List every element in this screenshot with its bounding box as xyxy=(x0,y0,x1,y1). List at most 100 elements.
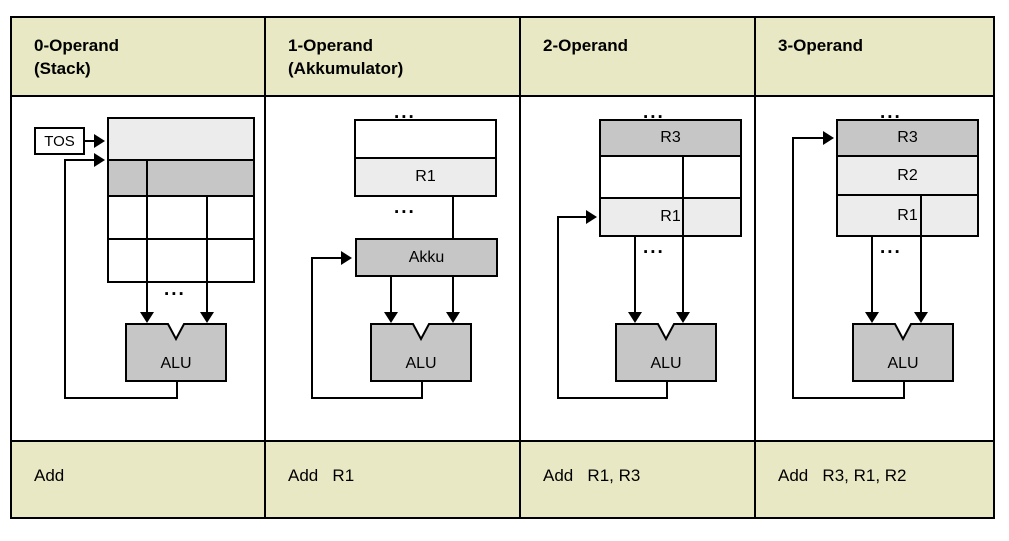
header-label-1-operand: 1-Operand (Akkumulator) xyxy=(288,36,404,78)
stack-cell-fourth xyxy=(107,238,255,283)
feedback-arrow-head xyxy=(341,251,352,265)
feedback-top xyxy=(311,257,347,259)
register-cell-r2-label: R2 xyxy=(897,166,918,184)
header-cell-3-operand: 3-Operand xyxy=(756,18,993,95)
stack-cell-third xyxy=(107,195,255,240)
alu-shape: ALU xyxy=(615,323,717,382)
operand-bus-right xyxy=(920,194,922,315)
feedback-arrow-head xyxy=(94,153,105,167)
two-operand-diagram: ... R3 R1 ... xyxy=(521,97,754,440)
regfile-ellipsis-top: ... xyxy=(880,102,902,123)
header-cell-0-operand: 0-Operand (Stack) xyxy=(12,18,266,95)
alu-label: ALU xyxy=(405,355,437,372)
instruction-cell-3-operand: Add R3, R1, R2 xyxy=(756,442,993,517)
operand-bus-left xyxy=(634,235,636,315)
feedback-bottom xyxy=(64,397,178,399)
accumulator-label: Akku xyxy=(408,248,445,266)
feedback-arrow-head xyxy=(586,210,597,224)
three-operand-diagram: ... R3 R2 R1 ... xyxy=(756,97,993,440)
comparison-table: 0-Operand (Stack) 1-Operand (Akkumulator… xyxy=(10,16,995,519)
register-cell-r1-label: R1 xyxy=(660,208,681,225)
feedback-left xyxy=(311,257,313,399)
accumulator-operand-bus xyxy=(390,276,392,315)
feedback-down xyxy=(176,381,178,399)
regfile-ellipsis-bottom: ... xyxy=(643,237,665,258)
instruction-cell-1-operand: Add R1 xyxy=(266,442,521,517)
diagram-cell-2-operand: ... R3 R1 ... xyxy=(521,97,756,440)
regfile-ellipsis-bottom: ... xyxy=(880,237,902,258)
operand-bus-left-arrow xyxy=(140,312,154,323)
alu-label: ALU xyxy=(887,355,919,372)
operand-bus-left xyxy=(871,235,873,315)
instruction-0-operand: Add xyxy=(34,466,65,485)
alu-label: ALU xyxy=(650,355,682,372)
instruction-1-operand: Add R1 xyxy=(288,466,355,485)
feedback-top xyxy=(792,137,829,139)
tos-arrow-shaft xyxy=(85,140,99,142)
regfile-ellipsis-top: ... xyxy=(394,102,416,123)
stack-cell-top xyxy=(107,117,255,161)
regfile-ellipsis-bottom: ... xyxy=(394,197,416,218)
tos-label: TOS xyxy=(44,132,75,150)
header-label-3-operand: 3-Operand xyxy=(778,36,864,55)
tos-arrow-head xyxy=(94,134,105,148)
feedback-down xyxy=(666,381,668,399)
register-cell-r3-label: R3 xyxy=(660,129,681,146)
tos-label-box: TOS xyxy=(34,127,85,155)
operand-bus-right-arrow xyxy=(676,312,690,323)
feedback-left xyxy=(557,216,559,399)
instruction-2-operand: Add R1, R3 xyxy=(543,466,641,485)
register-operand-bus-arrow xyxy=(446,312,460,323)
stack-ellipsis: ... xyxy=(164,279,186,300)
diagram-cell-1-operand: ... R1 ... Akku xyxy=(266,97,521,440)
operand-bus-right xyxy=(206,195,208,315)
header-cell-2-operand: 2-Operand xyxy=(521,18,756,95)
diagram-cell-0-operand: TOS ... xyxy=(12,97,266,440)
register-cell-empty xyxy=(354,119,497,159)
register-cell-r2: R2 xyxy=(836,155,979,196)
feedback-bottom xyxy=(792,397,905,399)
register-cell-empty xyxy=(599,155,742,199)
register-cell-r3: R3 xyxy=(836,119,979,157)
accumulator-box: Akku xyxy=(355,238,498,277)
feedback-left xyxy=(792,137,794,399)
alu-label: ALU xyxy=(160,355,192,372)
operand-bus-left xyxy=(146,159,148,315)
accumulator-operand-bus-arrow xyxy=(384,312,398,323)
diagram-cell-3-operand: ... R3 R2 R1 ... xyxy=(756,97,993,440)
operand-bus-left-arrow xyxy=(865,312,879,323)
instruction-cell-2-operand: Add R1, R3 xyxy=(521,442,756,517)
register-cell-r1: R1 xyxy=(599,197,742,237)
feedback-arrow-head xyxy=(823,131,834,145)
accumulator-diagram: ... R1 ... Akku xyxy=(266,97,519,440)
instruction-cell-0-operand: Add xyxy=(12,442,266,517)
feedback-down xyxy=(421,381,423,399)
feedback-top xyxy=(64,159,100,161)
alu-shape: ALU xyxy=(370,323,472,382)
table-header-row: 0-Operand (Stack) 1-Operand (Akkumulator… xyxy=(12,18,993,97)
register-cell-r1: R1 xyxy=(354,157,497,197)
feedback-bottom xyxy=(557,397,668,399)
stack-diagram: TOS ... xyxy=(12,97,264,440)
header-cell-1-operand: 1-Operand (Akkumulator) xyxy=(266,18,521,95)
register-cell-r1-label: R1 xyxy=(897,206,918,224)
stack-cell-second xyxy=(107,159,255,197)
operand-bus-right-arrow xyxy=(200,312,214,323)
alu-shape: ALU xyxy=(125,323,227,382)
register-cell-r1-label: R1 xyxy=(415,168,436,185)
instruction-3-operand: Add R3, R1, R2 xyxy=(778,466,907,485)
regfile-ellipsis-top: ... xyxy=(643,102,665,123)
register-cell-r3: R3 xyxy=(599,119,742,157)
feedback-top xyxy=(557,216,592,218)
header-label-2-operand: 2-Operand xyxy=(543,36,629,55)
table-body-row: TOS ... xyxy=(12,97,993,442)
feedback-down xyxy=(903,381,905,399)
header-label-0-operand: 0-Operand (Stack) xyxy=(34,36,120,78)
feedback-bottom xyxy=(311,397,423,399)
register-cell-r1: R1 xyxy=(836,194,979,237)
alu-shape: ALU xyxy=(852,323,954,382)
operand-bus-right xyxy=(682,155,684,315)
operand-bus-left-arrow xyxy=(628,312,642,323)
feedback-left xyxy=(64,159,66,399)
